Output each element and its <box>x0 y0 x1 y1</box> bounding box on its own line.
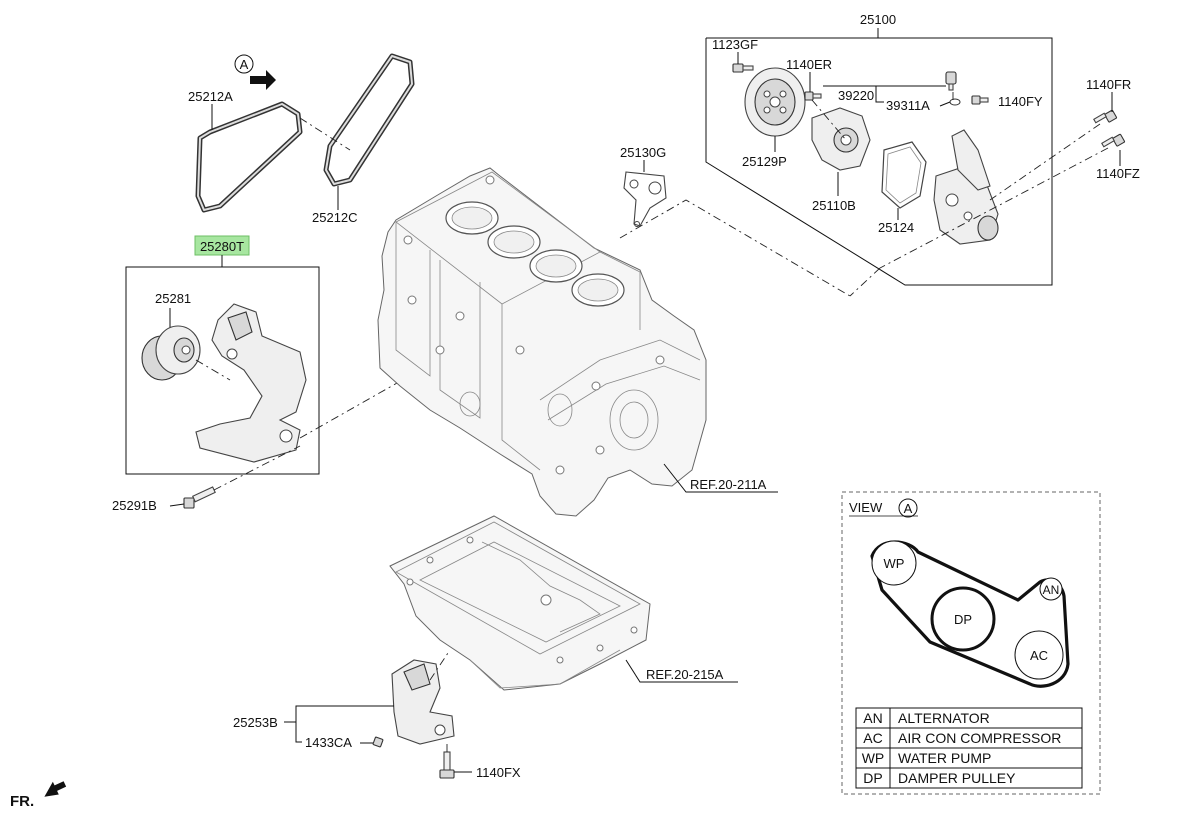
view-a-panel: VIEW A WP DP AN AC AN A <box>841 491 1101 795</box>
bolt-1140FR[interactable] <box>1093 109 1118 124</box>
callout-25130G: 25130G <box>620 145 666 160</box>
callout-25124: 25124 <box>878 220 914 235</box>
callout-1140FZ: 1140FZ <box>1096 166 1140 181</box>
callout-25212A: 25212A <box>188 89 233 104</box>
sensor-39220[interactable] <box>945 71 957 91</box>
gasket-25124[interactable] <box>881 141 927 209</box>
legend-name: ALTERNATOR <box>898 710 990 726</box>
callout-39220: 39220 <box>838 88 874 103</box>
water-pump-25110B[interactable] <box>811 107 871 171</box>
legend-name: DAMPER PULLEY <box>898 770 1016 786</box>
callout-25281: 25281 <box>155 291 191 306</box>
svg-text:DP: DP <box>954 612 972 627</box>
callout-25280T[interactable]: 25280T <box>200 239 244 254</box>
water-pump-group: 25100 1123GF 25129P 1140ER <box>705 12 1053 286</box>
pulley-an: AN <box>1039 577 1063 601</box>
oring-39311A[interactable] <box>949 98 961 106</box>
belt-25212A[interactable] <box>195 101 303 213</box>
svg-text:AN: AN <box>1043 583 1060 597</box>
pulley-25129P[interactable] <box>744 67 806 137</box>
bolt-1140FX[interactable] <box>439 751 455 779</box>
oil-pan <box>389 515 651 691</box>
water-pump-housing[interactable] <box>933 129 999 245</box>
callout-1140FY: 1140FY <box>998 94 1043 109</box>
bolt-1140FZ[interactable] <box>1101 133 1126 148</box>
legend-code: WP <box>862 750 885 766</box>
bolt-1123GF[interactable] <box>732 63 754 73</box>
nut-1433CA[interactable] <box>372 736 384 748</box>
pulley-ac: AC <box>1014 630 1064 680</box>
gasket-25130G[interactable] <box>623 171 667 227</box>
legend-code: AN <box>863 710 882 726</box>
callout-25291B: 25291B <box>112 498 157 513</box>
callout-1433CA: 1433CA <box>305 735 352 750</box>
legend-name: AIR CON COMPRESSOR <box>898 730 1061 746</box>
front-indicator: FR. <box>10 781 67 810</box>
ref-20-215A[interactable]: REF.20-215A <box>646 667 724 682</box>
callout-39311A: 39311A <box>886 98 930 113</box>
callout-25110B: 25110B <box>812 198 856 213</box>
tensioner-bracket[interactable] <box>195 303 307 463</box>
legend-name: WATER PUMP <box>898 750 991 766</box>
callout-1140FR: 1140FR <box>1086 77 1131 92</box>
callout-1123GF: 1123GF <box>712 37 758 52</box>
svg-text:FR.: FR. <box>10 793 34 810</box>
tensioner-pulley-25281[interactable] <box>141 325 201 381</box>
callout-1140FX: 1140FX <box>476 765 521 780</box>
pulley-wp: WP <box>871 540 917 586</box>
callout-25100: 25100 <box>860 12 896 27</box>
engine-block <box>377 167 707 517</box>
legend-code: DP <box>863 770 882 786</box>
svg-text:WP: WP <box>884 556 905 571</box>
callout-25253B: 25253B <box>233 715 278 730</box>
tensioner-group-frame <box>125 266 320 475</box>
callout-25212C: 25212C <box>312 210 358 225</box>
legend-code: AC <box>863 730 882 746</box>
bracket-25253B[interactable] <box>391 659 455 745</box>
view-a-frame <box>841 491 1101 795</box>
legend-table: AN ALTERNATOR AC AIR CON COMPRESSOR WP W… <box>855 707 1083 789</box>
svg-text:A: A <box>240 57 249 72</box>
pulley-dp: DP <box>930 586 996 652</box>
callout-1140ER: 1140ER <box>786 57 832 72</box>
view-A-arrow-marker: A <box>234 54 276 90</box>
bolt-1140ER[interactable] <box>804 91 822 101</box>
callout-25129P: 25129P <box>742 154 787 169</box>
view-marker: A <box>904 501 913 516</box>
belt-25212C[interactable] <box>323 53 415 187</box>
water-pump-group-frame <box>705 37 1053 286</box>
view-title: VIEW <box>849 500 883 515</box>
ref-20-211A[interactable]: REF.20-211A <box>690 477 767 492</box>
bolt-25291B[interactable] <box>183 486 216 509</box>
svg-text:AC: AC <box>1030 648 1048 663</box>
bolt-1140FY[interactable] <box>971 95 989 105</box>
